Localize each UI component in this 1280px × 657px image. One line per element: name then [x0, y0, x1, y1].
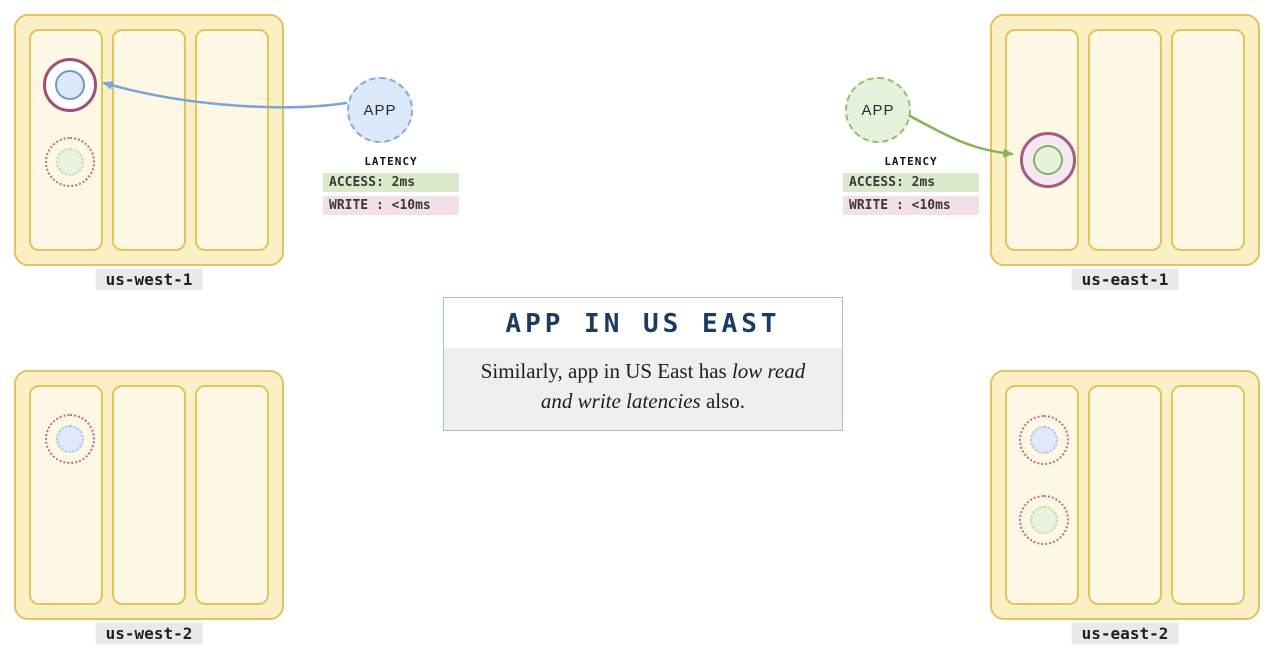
uswest2-standby-replica-inner-icon: [56, 425, 84, 453]
region-label-us-east-2: us-east-2: [1071, 623, 1179, 644]
callout-body-italic: low read and write latencies: [540, 359, 806, 413]
node-column: [1088, 29, 1162, 251]
callout-body: Similarly, app in US East has low read a…: [444, 348, 842, 430]
useast1-active-replica-inner-icon: [1033, 145, 1063, 175]
callout-box: APP IN US EAST Similarly, app in US East…: [443, 297, 843, 431]
region-us-east-1-columns: [992, 16, 1258, 264]
app-node-west-label: APP: [363, 101, 397, 119]
uswest1-active-replica-inner-icon: [55, 70, 85, 100]
callout-body-suffix: also.: [700, 388, 746, 413]
region-us-east-1: us-east-1: [990, 14, 1260, 290]
region-us-west-1: us-west-1: [14, 14, 284, 290]
node-column: [1171, 29, 1245, 251]
latency-block-east: LATENCY ACCESS: 2ms WRITE : <10ms: [843, 155, 979, 219]
node-column: [1171, 385, 1245, 605]
write-latency-chip-east: WRITE : <10ms: [843, 196, 979, 215]
app-node-east-label: APP: [861, 101, 895, 119]
region-us-west-2: us-west-2: [14, 370, 284, 644]
uswest1-standby-replica-inner-icon: [56, 148, 84, 176]
write-latency-chip-west: WRITE : <10ms: [323, 196, 459, 215]
access-latency-chip-east: ACCESS: 2ms: [843, 173, 979, 192]
node-column: [112, 29, 186, 251]
useast2-standby-replica-inner-icon-2: [1030, 506, 1058, 534]
node-column: [195, 29, 269, 251]
useast2-standby-replica-icon-2: [1019, 495, 1069, 545]
latency-title-west: LATENCY: [364, 155, 418, 168]
node-column: [1088, 385, 1162, 605]
callout-title: APP IN US EAST: [444, 298, 842, 348]
uswest2-standby-replica-icon: [45, 414, 95, 464]
region-label-us-west-2: us-west-2: [95, 623, 203, 644]
region-us-east-2: us-east-2: [990, 370, 1260, 644]
useast1-active-replica-icon: [1020, 132, 1076, 188]
region-us-west-2-columns: [16, 372, 282, 618]
region-label-us-east-1: us-east-1: [1071, 269, 1179, 290]
latency-title-east: LATENCY: [884, 155, 938, 168]
uswest1-standby-replica-icon: [45, 137, 95, 187]
app-node-west: APP: [347, 77, 413, 143]
callout-body-prefix: Similarly, app in US East has: [480, 359, 732, 383]
access-latency-chip-west: ACCESS: 2ms: [323, 173, 459, 192]
app-node-east: APP: [845, 77, 911, 143]
useast2-standby-replica-inner-icon-1: [1030, 426, 1058, 454]
region-us-east-2-columns: [992, 372, 1258, 618]
node-column: [112, 385, 186, 605]
region-label-us-west-1: us-west-1: [95, 269, 203, 290]
uswest1-active-replica-icon: [43, 58, 97, 112]
latency-block-west: LATENCY ACCESS: 2ms WRITE : <10ms: [323, 155, 459, 219]
useast2-standby-replica-icon-1: [1019, 415, 1069, 465]
node-column: [195, 385, 269, 605]
